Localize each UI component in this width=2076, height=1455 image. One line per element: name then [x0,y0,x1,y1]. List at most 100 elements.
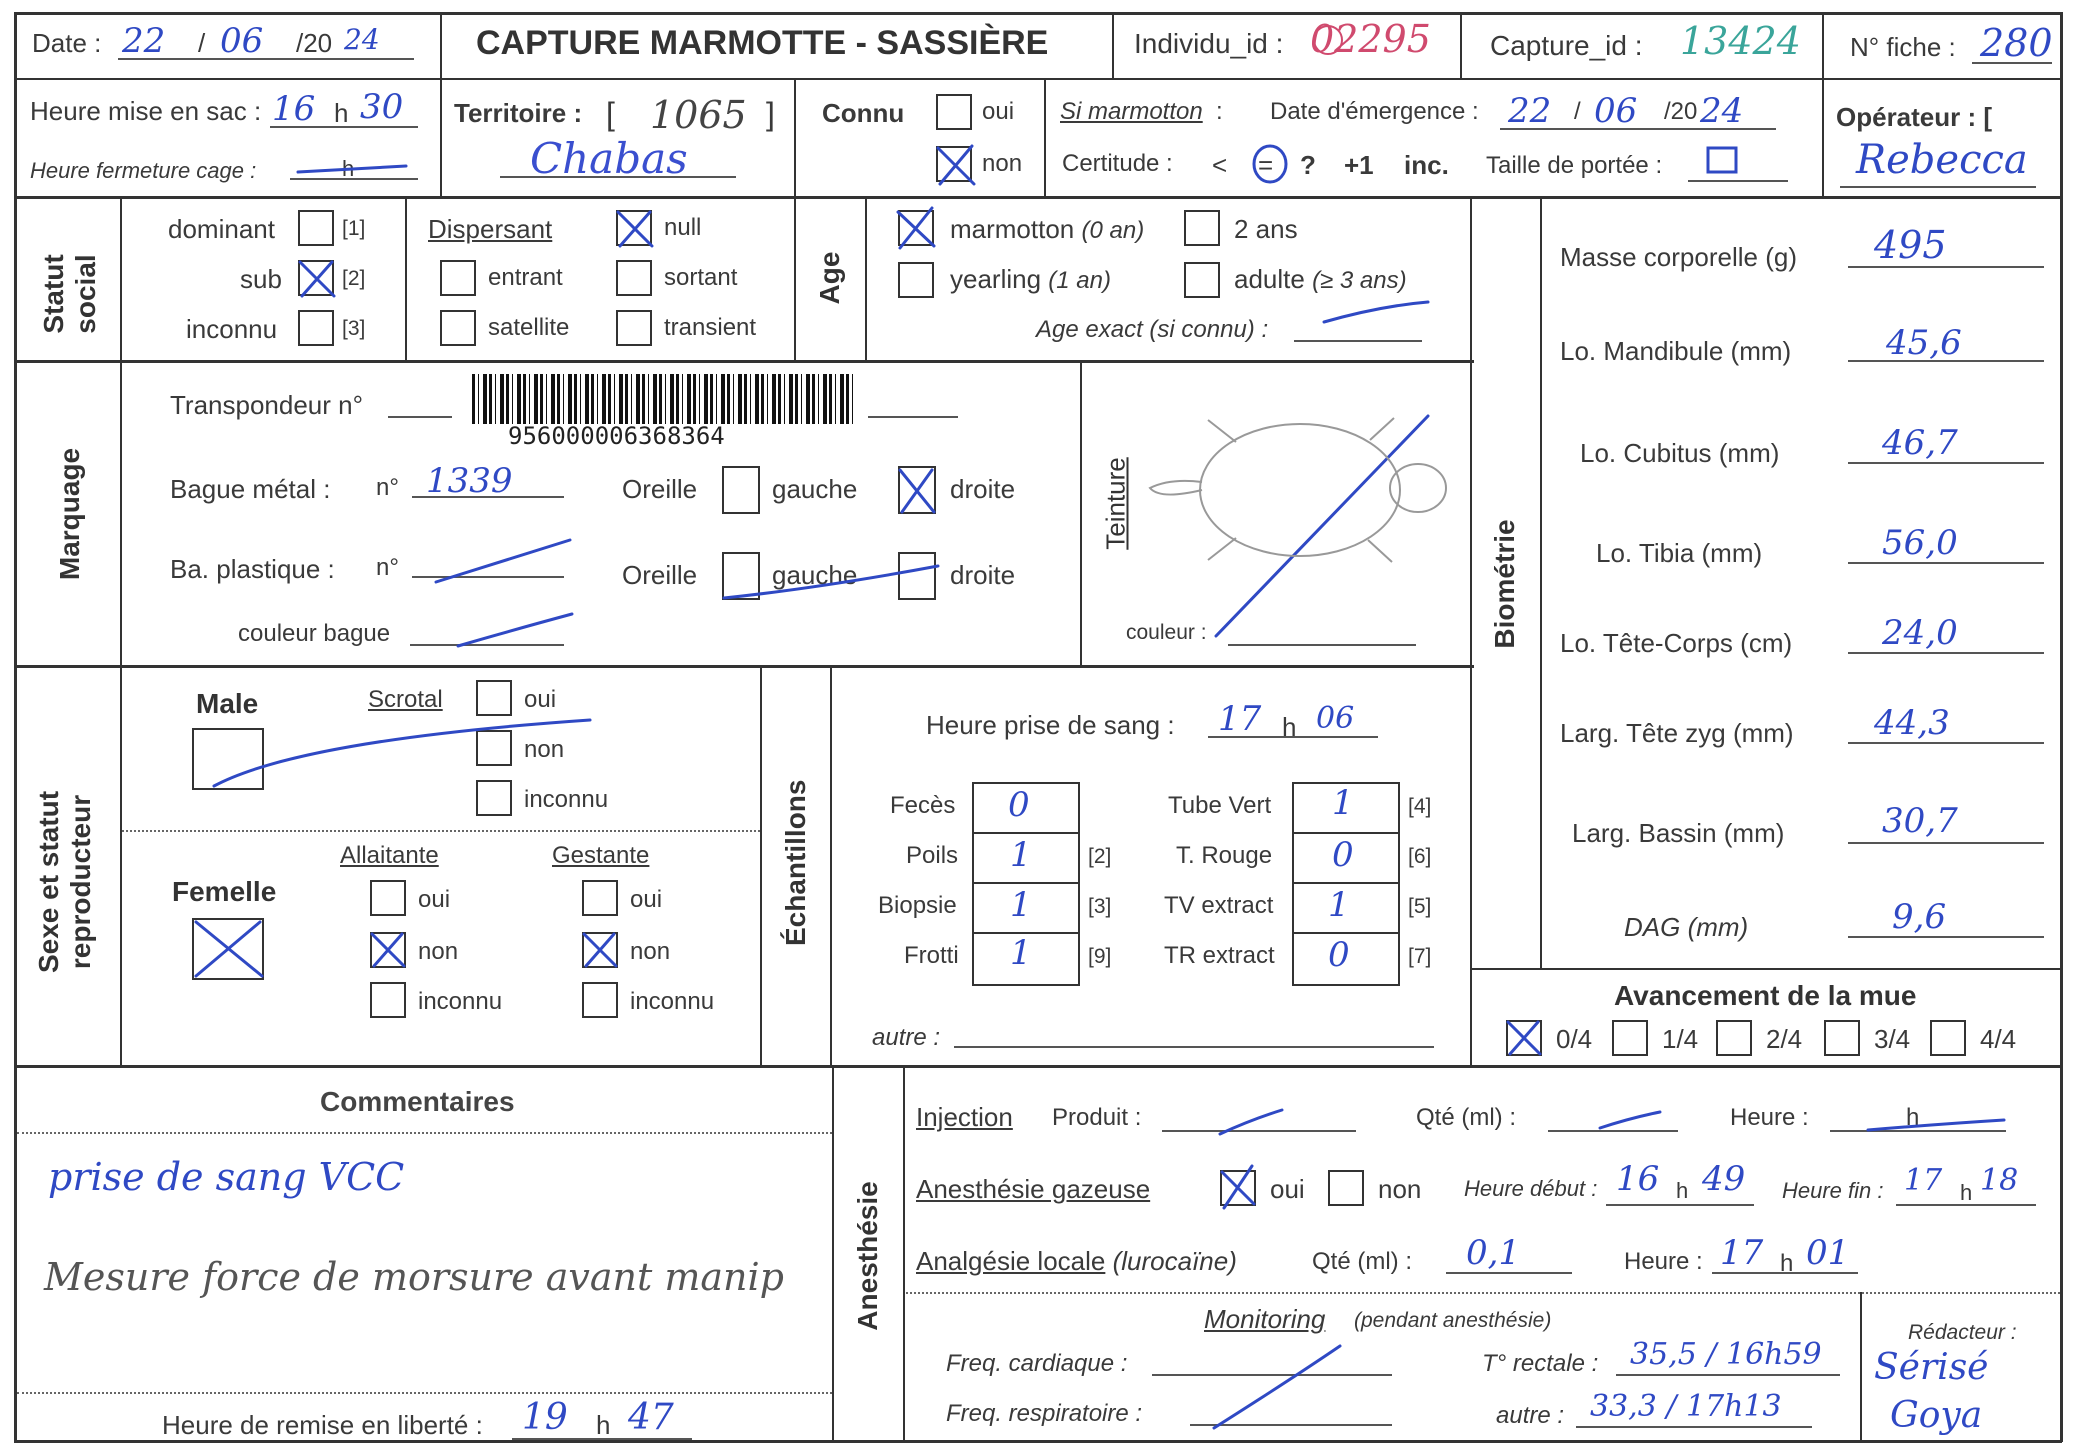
sortant-checkbox[interactable] [616,260,652,296]
form-title: CAPTURE MARMOTTE - SASSIÈRE [476,24,1049,62]
certitude-p1[interactable]: +1 [1344,150,1374,180]
male-checkbox[interactable] [192,728,264,790]
sub-x [298,260,336,298]
certitude-lt[interactable]: < [1212,150,1228,180]
age-exact-stroke [1322,300,1430,324]
oreille-plastique-droite-checkbox[interactable] [898,552,936,600]
sub-label: sub [240,264,282,294]
oreille-metal-droite-label: droite [950,474,1016,504]
analgesie-sep: h [1780,1250,1794,1277]
dominant-checkbox[interactable] [298,210,334,246]
transient-checkbox[interactable] [616,310,652,346]
operateur-label: Opérateur : [ [1836,102,1993,132]
gestante-inconnu-checkbox[interactable] [582,982,618,1018]
produit-label: Produit : [1052,1104,1142,1131]
satellite-checkbox[interactable] [440,310,476,346]
certitude-inc[interactable]: inc. [1404,150,1449,180]
oreille-plastique-label: Oreille [622,560,698,590]
ech-autre-label: autre : [872,1024,941,1051]
biopsie-value[interactable]: 1 [1010,885,1032,925]
scrotal-oui-checkbox[interactable] [476,680,512,716]
gestante-oui-label: oui [630,886,663,913]
certitude-q[interactable]: ? [1300,150,1316,180]
bio-label-tete-corps: Lo. Tête-Corps (cm) [1560,628,1793,658]
ech-left-rule3 [972,932,1080,934]
heure-sac-sep: h [334,98,349,128]
heure-sang-m: 06 [1316,701,1355,736]
fin-m: 18 [1980,1163,2019,1198]
sub-code: [2] [342,267,366,290]
taille-portee-underline [1688,180,1788,182]
adulte-label: adulte (≥ 3 ans) [1234,264,1407,294]
femelle-checkbox[interactable] [192,918,264,980]
poils-value[interactable]: 1 [1010,835,1032,875]
liberte-h: 19 [522,1397,568,1438]
t-rouge-value[interactable]: 0 [1332,835,1354,875]
injection-heure-label: Heure : [1730,1104,1809,1131]
date-year: 24 [344,23,380,56]
fin-h: 17 [1904,1163,1943,1198]
mue-2-checkbox[interactable] [1716,1020,1752,1056]
null-label: null [664,214,702,241]
rectale-label: T° rectale : [1482,1350,1599,1377]
comment-line-2: Mesure force de morsure avant manip [44,1255,784,1299]
allaitante-oui-checkbox[interactable] [370,880,406,916]
gestante-oui-checkbox[interactable] [582,880,618,916]
yearling-checkbox[interactable] [898,262,934,298]
mue-1-label: 1/4 [1662,1024,1699,1054]
ech-right-rule3 [1292,932,1400,934]
mon-autre-value: 33,3 / 17h13 [1590,1389,1782,1424]
debut-underline [1606,1204,1754,1206]
bio-value-mandibule: 45,6 [1886,323,1962,363]
tube-vert-value[interactable]: 1 [1332,783,1354,823]
connu-label: Connu [822,98,905,128]
ech-right-rule1 [1292,832,1400,834]
analgesie-label: Analgésie locale (lurocaïne) [916,1246,1237,1276]
inconnu-checkbox[interactable] [298,310,334,346]
yearling-label: yearling (1 an) [950,264,1111,294]
tr-extract-value[interactable]: 0 [1328,935,1350,975]
mue-1-checkbox[interactable] [1612,1020,1648,1056]
connu-oui-checkbox[interactable] [936,94,972,130]
ech-autre-underline [954,1046,1434,1048]
tv-extract-value[interactable]: 1 [1328,885,1350,925]
date-emergence-label: Date d'émergence : [1270,98,1479,125]
bio-label-mandibule: Lo. Mandibule (mm) [1560,336,1792,366]
oreille-metal-gauche-checkbox[interactable] [722,466,760,514]
debut-m: 49 [1702,1159,1746,1199]
oreille-plastique-gauche-checkbox[interactable] [722,552,760,600]
redacteur-line-1: Sérisé [1874,1347,1989,1388]
date-sep2: /20 [296,28,333,58]
fecès-value[interactable]: 0 [1008,785,1030,825]
mue-3-checkbox[interactable] [1824,1020,1860,1056]
entrant-checkbox[interactable] [440,260,476,296]
mue-2-label: 2/4 [1766,1024,1803,1054]
scrotal-non-checkbox[interactable] [476,730,512,766]
scrotal-inconnu-checkbox[interactable] [476,780,512,816]
rule-male-femelle [122,830,760,832]
deux-ans-checkbox[interactable] [1184,210,1220,246]
allaitante-oui-label: oui [418,886,451,913]
rule-header [14,78,2062,80]
vline-redacteur [1860,1292,1862,1442]
mue-4-checkbox[interactable] [1930,1020,1966,1056]
couleur-bague-strike [456,612,574,648]
bio-value-tete-zyg: 44,3 [1874,703,1950,743]
rule-comment-title [17,1132,832,1134]
certitude-eq[interactable]: = [1258,150,1274,180]
gazeuse-non-checkbox[interactable] [1328,1170,1364,1206]
heure-sang-underline [1208,736,1378,738]
allaitante-inconnu-checkbox[interactable] [370,982,406,1018]
rectale-value: 35,5 / 16h59 [1630,1337,1822,1372]
capture-value: 13424 [1680,19,1801,63]
vline-st2 [794,196,796,361]
t-rouge-label: T. Rouge [1176,842,1273,869]
produit-dash [1218,1108,1284,1136]
oreille-metal-droite-checkbox[interactable] [898,466,936,514]
poils-label: Poils [906,842,959,869]
rule-liberte [17,1392,832,1394]
frotti-value[interactable]: 1 [1010,933,1032,973]
adulte-checkbox[interactable] [1184,262,1220,298]
mue-title: Avancement de la mue [1614,980,1917,1011]
